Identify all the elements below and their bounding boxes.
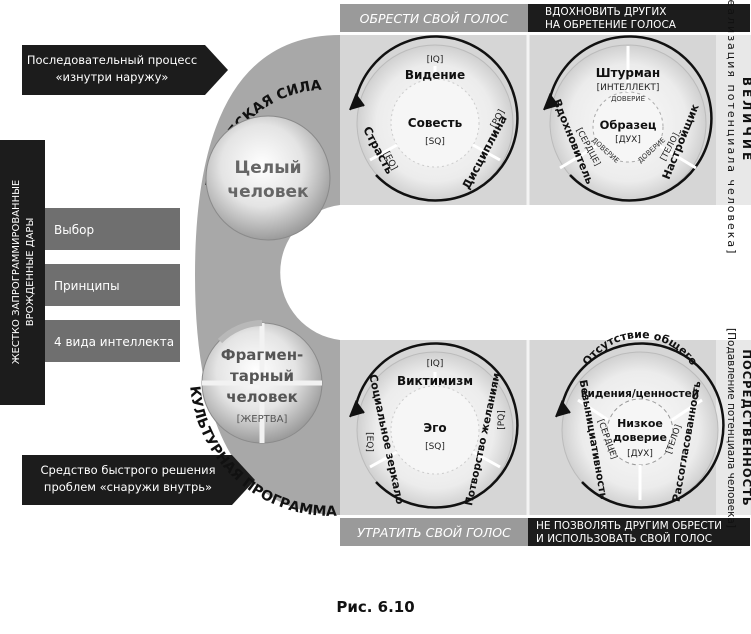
callout-bottom-box [22,455,255,505]
c4-center-line1: Низкое [617,417,663,430]
whole-person-sphere [205,115,331,241]
circle-4 [555,342,725,509]
fragmented-person-tag: [ЖЕРТВА] [237,414,288,425]
bottom-bar-left [340,518,528,546]
c2-center-tag: [ДУХ] [615,135,641,145]
side-vertical-line1: ЖЕСТКО ЗАПРОГРАММИРОВАННЫЕ [11,180,22,365]
top-bar-right-line1: ВДОХНОВИТЬ ДРУГИХ [545,6,666,18]
right-top-sub: [Реализация потенциала человека] [725,0,738,255]
left-item-box-1 [45,208,180,250]
callout-top-box [22,45,228,95]
circle-2 [543,35,713,202]
right-panel-bottom [716,340,751,515]
top-bar-left-label: ОБРЕСТИ СВОЙ ГОЛОС [360,11,509,26]
left-item-box-3 [45,320,180,362]
top-bar-left [340,4,528,32]
c1-top-tag: [IQ] [427,55,444,65]
bottom-bar-right-line2: И ИСПОЛЬЗОВАТЬ СВОЙ ГОЛОС [536,532,712,545]
c2-top-tag: [ИНТЕЛЛЕКТ] [597,83,660,93]
c4-center-line2: доверие [613,431,667,444]
callout-top-line1: Последовательный процесс [27,53,197,67]
top-bar-right [528,4,750,32]
c2-center-label: Образец [600,118,657,132]
c3-left-tag: [EQ] [364,432,374,452]
u-band-inner [280,205,350,340]
bottom-bar-right [528,518,750,546]
top-bar-right-line2: НА ОБРЕТЕНИЕ ГОЛОСА [545,19,677,31]
circle-1 [349,35,519,202]
c3-top-label: Виктимизм [397,374,473,388]
c3-right-tag: [PQ] [497,410,507,430]
right-top-title: ВЕЛИЧИЕ [740,77,751,163]
right-panel-top [716,35,751,205]
whole-person-line2: человек [227,182,309,202]
callout-bottom-line1: Средство быстрого решения [41,463,216,477]
fragmented-person-line3: человек [226,388,298,406]
c4-center-tag: [ДУХ] [627,449,653,459]
c1-top-label: Видение [405,68,465,82]
right-bottom-title: ПОСРЕДСТВЕННОСТЬ [740,349,751,506]
left-item-label-1: Выбор [54,223,94,237]
c3-center-tag: [SQ] [425,442,445,452]
side-vertical-line2: ВРОЖДЕННЫЕ ДАРЫ [25,218,36,327]
c2-trust-top: ДОВЕРИЕ [611,95,645,103]
fragmented-person-line2: тарный [230,367,294,385]
right-bottom-sub: [Подавление потенциала человека] [725,328,737,528]
c1-center-label: Совесть [408,116,463,130]
side-vertical-box [0,140,45,405]
c3-center-label: Эго [423,421,446,435]
bottom-bar-left-label: УТРАТИТЬ СВОЙ ГОЛОС [357,525,511,540]
c3-top-tag: [IQ] [427,359,444,369]
whole-person-line1: Целый [234,158,301,178]
bottom-bar-right-line1: НЕ ПОЗВОЛЯТЬ ДРУГИМ ОБРЕСТИ [536,520,722,532]
c2-top-label: Штурман [596,66,660,80]
diagram: ОБРЕСТИ СВОЙ ГОЛОС ВДОХНОВИТЬ ДРУГИХ НА … [0,0,751,546]
circle-3 [349,342,519,509]
left-item-label-2: Принципы [54,279,120,293]
fragmented-person-sphere [201,320,323,444]
figure-caption: Рис. 6.10 [336,598,415,616]
callout-bottom-line2: проблем «снаружи внутрь» [44,480,212,494]
c4-top-line2: видения/ценностей [581,388,699,400]
fragmented-person-line1: Фрагмен- [221,346,304,364]
c1-center-tag: [SQ] [425,137,445,147]
left-item-box-2 [45,264,180,306]
left-item-label-3: 4 вида интеллекта [54,335,174,349]
callout-top-line2: «изнутри наружу» [56,70,169,84]
